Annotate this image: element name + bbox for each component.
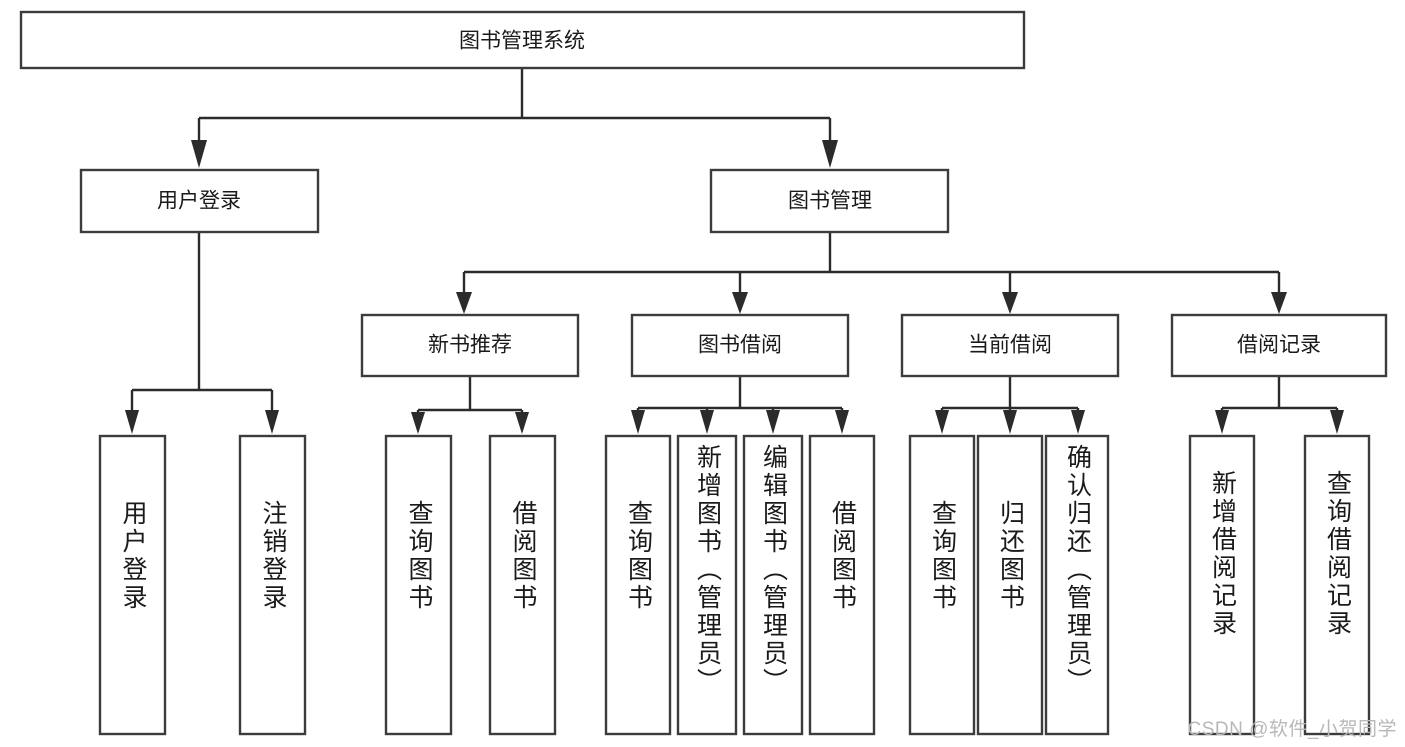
arrow-head-current-leaf-1	[935, 410, 949, 434]
node-root-label: 图书管理系统	[459, 30, 585, 53]
node-current-borrow[interactable]: 当前借阅	[900, 313, 1120, 378]
node-borrow-record-box[interactable]	[1170, 313, 1388, 378]
arrow-head-borrow-leaf-2	[700, 410, 714, 434]
node-book-manage-label: 图书管理	[788, 190, 872, 213]
leaf-box-query-book-c[interactable]	[908, 434, 976, 736]
node-new-book-recommend-box[interactable]	[360, 313, 580, 378]
node-current-borrow-label: 当前借阅	[968, 334, 1052, 357]
leaf-box-edit-book[interactable]	[742, 434, 804, 736]
leaf-box-confirm-return[interactable]	[1044, 434, 1110, 736]
arrow-head-book-to-current	[1002, 292, 1018, 314]
leaf-box-query-book-a[interactable]	[384, 434, 453, 736]
node-borrow-record[interactable]: 借阅记录	[1170, 313, 1388, 378]
connector-group-root	[191, 68, 838, 168]
connector-group-borrow-record	[1215, 376, 1344, 434]
arrow-head-book-to-borrow	[732, 292, 748, 314]
node-new-book-recommend[interactable]: 新书推荐	[360, 313, 580, 378]
node-root[interactable]: 图书管理系统	[19, 10, 1026, 70]
arrow-head-borrow-leaf-3	[766, 410, 780, 434]
arrow-head-user-leaf-2	[265, 410, 279, 434]
arrow-head-current-leaf-2	[1003, 410, 1017, 434]
leaf-box-add-borrow-record[interactable]	[1188, 434, 1256, 736]
leaf-box-borrow-book-b[interactable]	[808, 434, 876, 736]
node-book-borrow-box[interactable]	[630, 313, 850, 378]
arrow-head-root-to-user	[191, 140, 207, 168]
node-current-borrow-box[interactable]	[900, 313, 1120, 378]
arrow-head-newbook-leaf-2	[515, 412, 529, 434]
node-book-manage-box[interactable]	[709, 168, 950, 234]
node-user-login-label: 用户登录	[157, 190, 241, 213]
arrow-head-borrow-leaf-4	[835, 410, 849, 434]
node-user-login[interactable]: 用户登录	[79, 168, 320, 234]
leaf-box-user-login[interactable]	[98, 434, 167, 736]
leaf-box-return-book[interactable]	[976, 434, 1044, 736]
node-borrow-record-label: 借阅记录	[1237, 334, 1321, 357]
leaf-box-add-book[interactable]	[676, 434, 738, 736]
node-user-login-box[interactable]	[79, 168, 320, 234]
connector-group-book-manage	[456, 232, 1287, 314]
arrow-head-newbook-leaf-1	[411, 412, 425, 434]
watermark-text: CSDN @软件_小贺同学	[1187, 719, 1397, 740]
leaf-box-query-book-b[interactable]	[604, 434, 672, 736]
connector-group-current-borrow	[935, 376, 1085, 434]
leaf-box-logout[interactable]	[238, 434, 307, 736]
arrow-head-book-to-new	[456, 292, 472, 314]
node-book-borrow[interactable]: 图书借阅	[630, 313, 850, 378]
arrow-head-book-to-record	[1271, 292, 1287, 314]
arrow-head-current-leaf-3	[1071, 410, 1085, 434]
connector-group-user-login	[125, 232, 279, 434]
node-book-borrow-label: 图书借阅	[698, 334, 782, 357]
arrow-head-record-leaf-1	[1215, 410, 1229, 434]
leaf-box-query-borrow-record[interactable]	[1303, 434, 1371, 736]
arrow-head-user-leaf-1	[125, 410, 139, 434]
node-book-manage[interactable]: 图书管理	[709, 168, 950, 234]
connector-group-new-book	[411, 376, 529, 434]
arrow-head-record-leaf-2	[1330, 410, 1344, 434]
leaf-box-borrow-book-a[interactable]	[488, 434, 557, 736]
node-root-box[interactable]	[19, 10, 1026, 70]
leaf-box-group	[98, 434, 1371, 736]
node-new-book-recommend-label: 新书推荐	[428, 334, 512, 357]
arrow-head-borrow-leaf-1	[631, 410, 645, 434]
arrow-head-root-to-book	[822, 140, 838, 168]
connector-group-book-borrow	[631, 376, 849, 434]
